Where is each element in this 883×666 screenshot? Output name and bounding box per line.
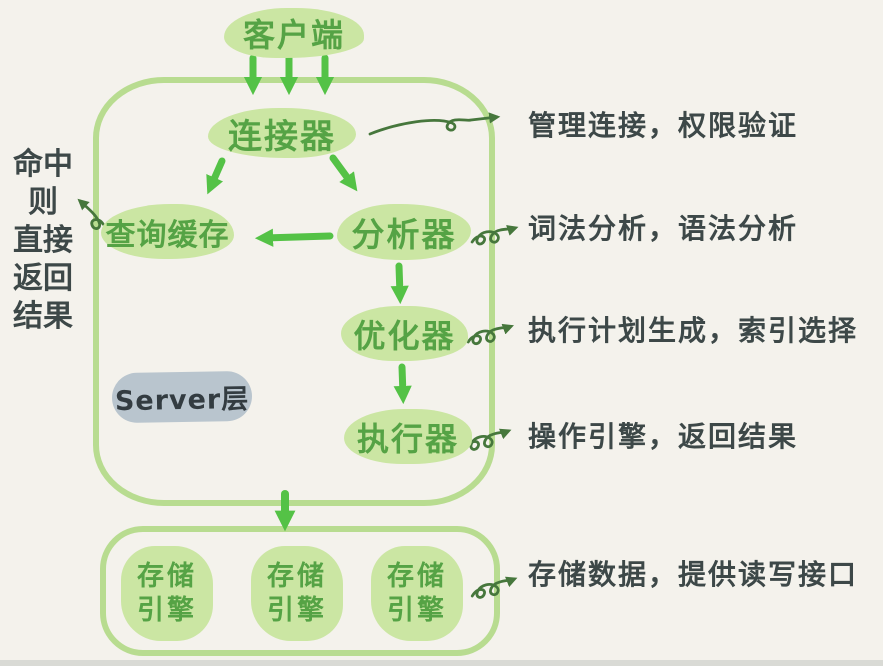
annotation-analyzer: 词法分析，语法分析: [528, 212, 799, 245]
analyzer-to-cache-arrow-icon: [254, 228, 334, 247]
node-query-cache: 查询缓存: [101, 204, 234, 259]
squiggle-arrow-analyzer-icon: [470, 225, 519, 246]
squiggle-arrow-optimizer-icon: [466, 323, 514, 346]
node-optimizer: 优化器: [341, 306, 468, 361]
node-client: 客户端: [224, 8, 364, 58]
squiggle-arrow-engines-icon: [470, 576, 518, 599]
connector-to-cache-arrow-icon: [206, 157, 226, 195]
cache-hit-arrow-icon: [77, 198, 105, 230]
connector-to-analyzer-arrow-icon: [329, 154, 358, 192]
annotation-connector: 管理连接，权限验证: [528, 109, 799, 142]
squiggle-arrow-connector-icon: [368, 112, 501, 136]
node-executor: 执行器: [344, 409, 472, 464]
bottom-edge-strip: [0, 660, 883, 666]
cache-hit-note-line: 直接: [13, 223, 73, 258]
node-storage-engine-1: 存储 引擎: [121, 546, 213, 641]
annotation-optimizer: 执行计划生成，索引选择: [528, 314, 859, 347]
annotation-storage: 存储数据，提供读写接口: [528, 558, 859, 591]
server-layer-label: Server层: [111, 370, 253, 424]
annotation-executor: 操作引擎，返回结果: [528, 420, 799, 453]
node-connector: 连接器: [208, 108, 356, 158]
optimizer-to-executor-arrow-icon: [393, 363, 412, 405]
analyzer-to-optimizer-arrow-icon: [390, 262, 409, 305]
cache-hit-note-line: 结果: [13, 299, 73, 334]
cache-hit-note-line: 命中: [13, 147, 73, 182]
cache-hit-note: 命中 则 直接 返回 结果: [10, 146, 76, 336]
node-storage-engine-3: 存储 引擎: [371, 546, 463, 641]
cache-hit-note-line: 则: [28, 185, 58, 220]
annotation-arrows: [77, 112, 519, 599]
cache-hit-note-line: 返回: [13, 261, 73, 296]
node-storage-engine-2: 存储 引擎: [251, 546, 343, 641]
node-analyzer: 分析器: [337, 204, 471, 260]
